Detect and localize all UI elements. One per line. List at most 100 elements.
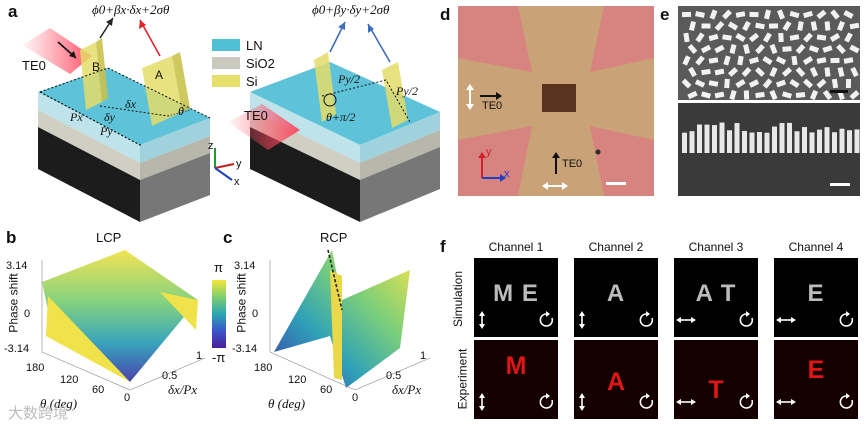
te-beam-right bbox=[228, 104, 300, 150]
tile-letter: A bbox=[606, 280, 626, 307]
sem-pillar bbox=[687, 43, 698, 55]
sem-pillar bbox=[769, 89, 778, 100]
tile-letter: T bbox=[708, 376, 724, 404]
sem-pillar bbox=[695, 55, 705, 66]
plot-b-title: LCP bbox=[96, 230, 122, 245]
sem-pillar bbox=[789, 10, 800, 19]
sem-pillar bbox=[789, 78, 800, 89]
sem-pillar-tilted bbox=[704, 124, 710, 153]
label-dy: δy bbox=[104, 110, 115, 124]
panel-label-c: c bbox=[223, 228, 233, 247]
sem-pillar bbox=[808, 45, 820, 53]
plot-c-xtick-0: 180 bbox=[254, 362, 273, 374]
sem-pillar-tilted bbox=[697, 124, 702, 153]
colorbar-top: π bbox=[214, 260, 223, 275]
sem-pillar bbox=[701, 68, 711, 76]
plot-b-xtick-0: 180 bbox=[26, 362, 45, 374]
sem-pillar bbox=[683, 32, 690, 43]
te0-vertical: TE0 bbox=[562, 158, 583, 170]
sem-pillar bbox=[755, 91, 765, 99]
panel-a-schematic bbox=[22, 17, 440, 222]
plot-b-ytick-bot: -3.14 bbox=[4, 343, 30, 355]
channel-2-label: Channel 2 bbox=[588, 240, 644, 254]
plot-c-ytick-top: 3.14 bbox=[234, 260, 256, 272]
te0-right: TE0 bbox=[244, 108, 268, 123]
sem-pillar bbox=[775, 79, 787, 88]
plot-b-xlabel: θ (deg) bbox=[40, 396, 78, 411]
sem-top-view bbox=[678, 6, 860, 100]
plot-c-xtick-1: 120 bbox=[288, 374, 307, 386]
channel-4-label: Channel 4 bbox=[788, 240, 844, 254]
exp-tile-3: T bbox=[674, 340, 758, 419]
sem-pillar-tilted bbox=[682, 132, 687, 153]
sem-pillar bbox=[708, 57, 719, 64]
sem-pillar bbox=[830, 9, 840, 20]
label-py-half-2: Py/2 bbox=[396, 84, 418, 98]
sem-pillar bbox=[824, 21, 831, 31]
legend-label: SiO2 bbox=[246, 55, 275, 71]
sem-pillar bbox=[700, 44, 712, 54]
sem-pillar bbox=[816, 57, 827, 64]
sem-pillar bbox=[701, 23, 711, 29]
exp-tile-1: M bbox=[474, 340, 558, 419]
sem-pillar bbox=[681, 11, 692, 18]
sim-tile-2: A bbox=[574, 258, 658, 337]
te0-left: TE0 bbox=[22, 58, 46, 73]
channel-1-label: Channel 1 bbox=[488, 240, 544, 254]
label-theta-pi2: θ+π/2 bbox=[326, 110, 356, 124]
sem-pillar bbox=[775, 56, 787, 65]
sem-pillar-tilted bbox=[794, 131, 800, 153]
axis-x: x bbox=[234, 176, 240, 188]
scale-bar bbox=[830, 90, 848, 93]
sem-pillar bbox=[850, 66, 859, 78]
pillar-right-2 bbox=[382, 62, 408, 128]
legend-label: LN bbox=[246, 37, 263, 53]
label-px: Px bbox=[70, 110, 83, 124]
sem-pillar bbox=[748, 32, 760, 43]
watermark-text: 大数跨境 bbox=[8, 405, 69, 422]
formula-right: ϕ0+βy·δy+2σθ bbox=[312, 2, 390, 17]
sem-pillar bbox=[724, 78, 730, 89]
sem-pillar bbox=[729, 89, 737, 100]
sem-pillar bbox=[836, 20, 846, 32]
phase-colorbar bbox=[212, 280, 226, 348]
tile-letter: A T bbox=[695, 280, 737, 307]
sem-pillar bbox=[769, 43, 778, 55]
tile-letter: M E bbox=[493, 280, 539, 307]
plot-b-xtick-1: 120 bbox=[60, 374, 79, 386]
left-substrate bbox=[38, 68, 210, 222]
sem-pillar bbox=[802, 55, 814, 66]
exp-tile-2: A bbox=[574, 340, 658, 419]
sem-pillar bbox=[778, 32, 784, 43]
label-dx: δx bbox=[125, 97, 136, 111]
sem-pillar bbox=[763, 9, 772, 20]
sem-pillar bbox=[849, 22, 860, 30]
sem-pillar bbox=[782, 20, 792, 32]
sem-pillar bbox=[830, 57, 840, 64]
sem-pillar-tilted bbox=[817, 129, 822, 153]
sem-pillar-tilted bbox=[749, 132, 755, 153]
sem-pillar bbox=[824, 67, 831, 77]
plot-b-ytick-mid: 0 bbox=[24, 308, 31, 320]
sem-pillar bbox=[727, 67, 739, 77]
sem-pillar bbox=[743, 44, 750, 54]
sem-pillar bbox=[694, 79, 706, 88]
sem-pillar bbox=[714, 44, 725, 54]
sem-pillar bbox=[755, 22, 765, 30]
plot-b-xtick-2: 60 bbox=[92, 384, 105, 396]
sem-pillar bbox=[843, 10, 854, 19]
sem-pillar bbox=[714, 68, 725, 76]
sem-pillar bbox=[723, 55, 731, 66]
label-py: Py bbox=[100, 124, 113, 138]
panel-label-a: a bbox=[8, 2, 18, 21]
sem-pillar bbox=[803, 78, 813, 89]
tile-letter: A bbox=[606, 368, 626, 396]
plot-c-xlabel: θ (deg) bbox=[268, 396, 306, 411]
sem-pillar-tilted bbox=[839, 128, 845, 153]
legend-item-sio2: SiO2 bbox=[212, 54, 275, 72]
sem-pillar bbox=[742, 20, 751, 32]
sem-pillar bbox=[831, 78, 839, 89]
sem-pillar-tilted bbox=[847, 130, 852, 153]
plot-b-ylabel: Phase shift bbox=[6, 273, 21, 333]
channel-3-label: Channel 3 bbox=[688, 240, 744, 254]
